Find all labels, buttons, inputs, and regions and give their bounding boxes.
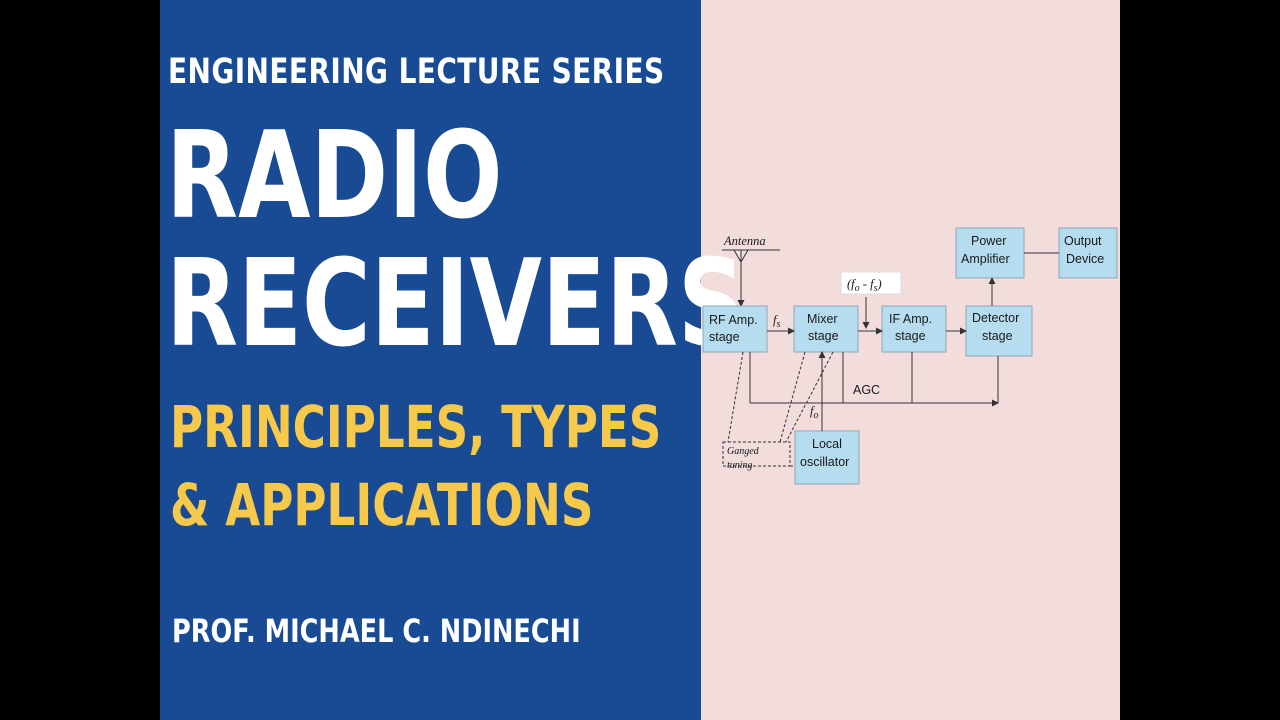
if-frequency-label: (fo - fs): [847, 277, 882, 294]
if-frequency-box: [840, 271, 902, 295]
diagram-panel: [701, 0, 1120, 720]
svg-text:IF Amp.: IF Amp.: [889, 312, 932, 326]
agc-loop: AGC: [749, 352, 999, 407]
svg-text:Output: Output: [1064, 234, 1102, 248]
rf-amp-block: RF Amp. stage: [702, 305, 768, 353]
main-title-line2: RECEIVERS: [166, 235, 746, 374]
svg-text:RF Amp.: RF Amp.: [709, 313, 758, 327]
receiver-block-diagram: Antenna RF Amp. stage Mixer stage IF Amp…: [702, 227, 1118, 485]
svg-text:stage: stage: [982, 329, 1013, 343]
author-name: PROF. MICHAEL C. NDINECHI: [172, 612, 581, 650]
antenna-label: Antenna: [723, 234, 766, 248]
svg-text:Amplifier: Amplifier: [961, 252, 1010, 266]
power-amplifier-block: Power Amplifier: [955, 227, 1025, 279]
svg-text:oscillator: oscillator: [800, 455, 849, 469]
ganged-tuning: Ganged tuning: [722, 351, 834, 471]
if-amp-block: IF Amp. stage: [881, 305, 947, 353]
main-title-line1: RADIO: [166, 107, 503, 246]
svg-text:Device: Device: [1066, 252, 1104, 266]
output-device-block: Output Device: [1058, 227, 1118, 279]
svg-text:Mixer: Mixer: [807, 312, 838, 326]
subtitle-line2: & APPLICATIONS: [170, 471, 594, 539]
svg-text:Detector: Detector: [972, 311, 1019, 325]
svg-text:tuning: tuning: [727, 460, 753, 471]
antenna: Antenna: [722, 234, 780, 307]
series-title: ENGINEERING LECTURE SERIES: [168, 52, 665, 92]
subtitle-line1: PRINCIPLES, TYPES: [170, 393, 662, 461]
svg-text:stage: stage: [808, 329, 839, 343]
detector-block: Detector stage: [965, 305, 1033, 357]
fs-label: fs: [773, 313, 780, 330]
svg-text:stage: stage: [709, 330, 740, 344]
svg-text:Local: Local: [812, 437, 842, 451]
svg-text:Ganged: Ganged: [727, 446, 760, 457]
svg-text:stage: stage: [895, 329, 926, 343]
cover-panel: [160, 0, 701, 720]
mixer-block: Mixer stage: [793, 305, 859, 353]
fo-label: fo: [810, 404, 818, 421]
agc-label: AGC: [853, 383, 880, 397]
svg-text:Power: Power: [971, 234, 1006, 248]
local-oscillator-block: Local oscillator: [794, 430, 860, 485]
